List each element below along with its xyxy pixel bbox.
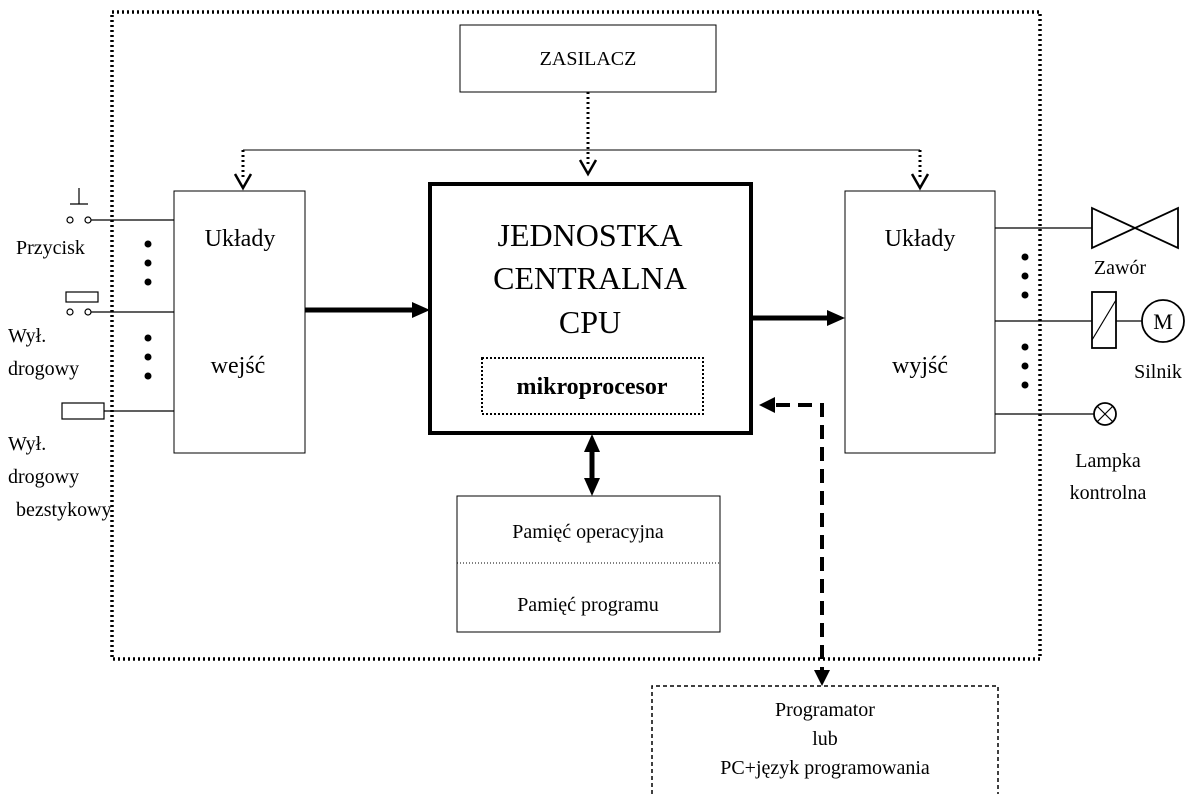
- output-devices: [995, 206, 1185, 426]
- data-arrows: [305, 302, 845, 496]
- microprocessor-box: [481, 357, 704, 415]
- proximity-label-2: drogowy: [8, 466, 79, 488]
- proximity-label-1: Wył.: [8, 433, 46, 455]
- proximity-switch-symbol: [61, 402, 174, 420]
- cpu-line1: JEDNOSTKA: [498, 217, 683, 253]
- limit-switch-label-2: drogowy: [8, 358, 79, 380]
- output-block: Układy wyjść: [844, 190, 996, 454]
- lamp-label-2: kontrolna: [1070, 482, 1147, 504]
- power-supply-label: ZASILACZ: [540, 48, 637, 70]
- cpu-block: JEDNOSTKA CENTRALNA CPU mikroprocesor: [428, 182, 753, 435]
- input-block-subtitle: wejść: [211, 353, 266, 379]
- output-block-title: Układy: [885, 226, 956, 252]
- valve-label: Zawór: [1094, 257, 1147, 279]
- power-supply-block: ZASILACZ: [459, 24, 717, 93]
- programmer-connection-arrow: [759, 397, 830, 686]
- lamp-symbol: [995, 402, 1117, 426]
- programmer-line2: lub: [812, 728, 838, 750]
- cpu-line3: CPU: [559, 304, 621, 340]
- output-ellipsis-dots: [1021, 253, 1029, 389]
- memory-block: Pamięć operacyjna Pamięć programu: [456, 495, 721, 633]
- motor-symbol: [995, 291, 1185, 349]
- push-button-symbol: [66, 188, 174, 224]
- memory-operating-label: Pamięć operacyjna: [512, 521, 664, 543]
- programmer-line1: Programator: [775, 699, 875, 721]
- plc-boundary: [110, 10, 1042, 661]
- programmer-line3: PC+język programowania: [720, 757, 930, 779]
- limit-switch-symbol: [65, 291, 174, 316]
- output-block-subtitle: wyjść: [892, 353, 948, 379]
- power-distribution-arrows: [233, 92, 930, 191]
- microprocessor-label: mikroprocesor: [516, 374, 667, 400]
- motor-label: Silnik: [1134, 361, 1182, 383]
- valve-symbol: [995, 206, 1179, 250]
- input-ellipsis-dots: [144, 240, 152, 380]
- limit-switch-label-1: Wył.: [8, 325, 46, 347]
- proximity-label-3: bezstykowy: [16, 499, 112, 521]
- lamp-label-1: Lampka: [1075, 450, 1141, 472]
- input-devices: [61, 188, 174, 420]
- input-block: Układy wejść: [173, 190, 306, 454]
- motor-symbol-letter: M: [1153, 309, 1173, 334]
- cpu-line2: CENTRALNA: [493, 260, 687, 296]
- programmer-block: Programator lub PC+język programowania: [651, 685, 999, 794]
- memory-program-label: Pamięć programu: [517, 594, 659, 616]
- button-label: Przycisk: [16, 237, 85, 259]
- input-block-title: Układy: [205, 226, 276, 252]
